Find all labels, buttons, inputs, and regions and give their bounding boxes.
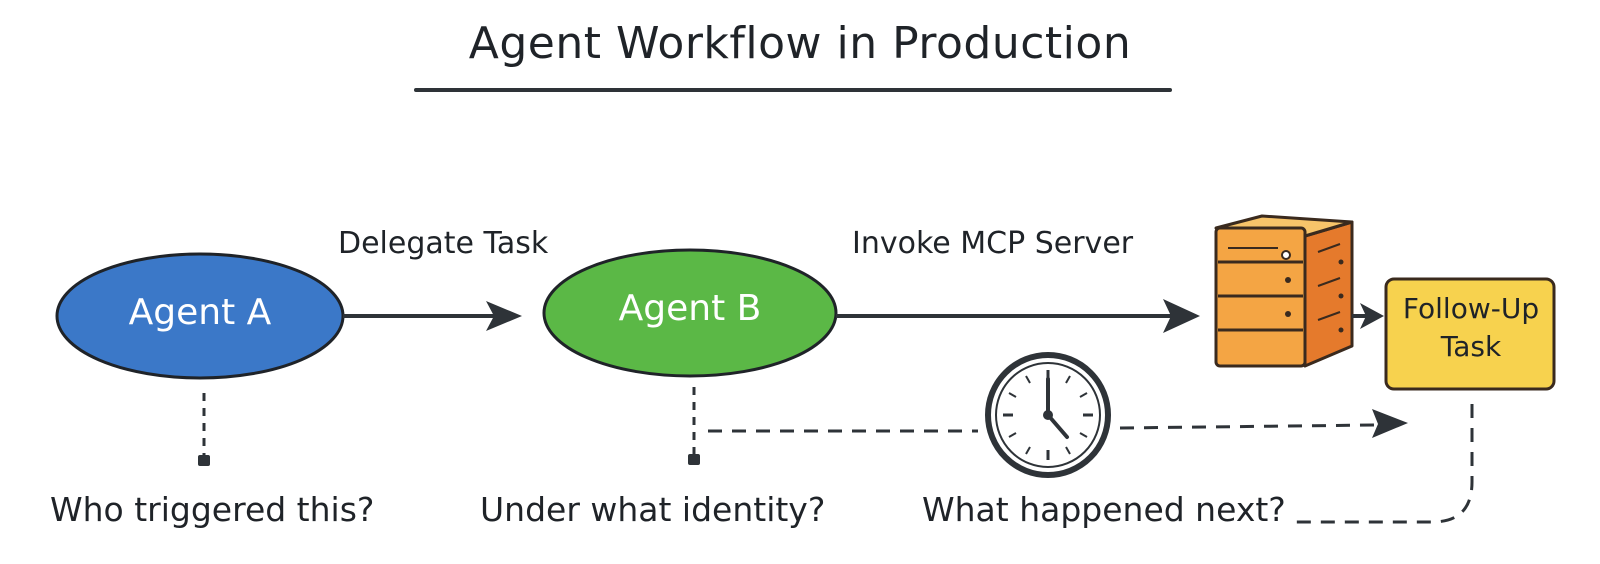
title-underline bbox=[414, 88, 1172, 92]
delegate-task-label: Delegate Task bbox=[338, 226, 549, 261]
agent-b-trace-connector bbox=[688, 387, 700, 465]
followup-trace-connector bbox=[1296, 404, 1474, 524]
diagram-title: Agent Workflow in Production bbox=[468, 18, 1132, 69]
followup-label-line2: Task bbox=[1440, 330, 1502, 363]
what-next-question: What happened next? bbox=[922, 490, 1286, 529]
server-icon bbox=[1214, 214, 1354, 368]
invoke-mcp-label: Invoke MCP Server bbox=[852, 226, 1134, 261]
clock-icon bbox=[985, 352, 1111, 478]
agent-a-label: Agent A bbox=[128, 292, 272, 333]
agent-b-node bbox=[542, 248, 838, 378]
delegate-task-arrow bbox=[343, 301, 522, 331]
invoke-mcp-arrow bbox=[836, 299, 1200, 333]
server-to-followup-arrow bbox=[1352, 303, 1384, 329]
time-passage-arrow bbox=[708, 409, 1408, 438]
followup-task-node bbox=[1384, 277, 1556, 391]
identity-question: Under what identity? bbox=[480, 490, 826, 529]
who-triggered-question: Who triggered this? bbox=[50, 490, 375, 529]
followup-task-label: Follow-Up Task bbox=[1388, 290, 1554, 366]
agent-b-label: Agent B bbox=[618, 288, 762, 329]
agent-a-trace-connector bbox=[198, 393, 210, 466]
followup-label-line1: Follow-Up bbox=[1402, 292, 1540, 325]
